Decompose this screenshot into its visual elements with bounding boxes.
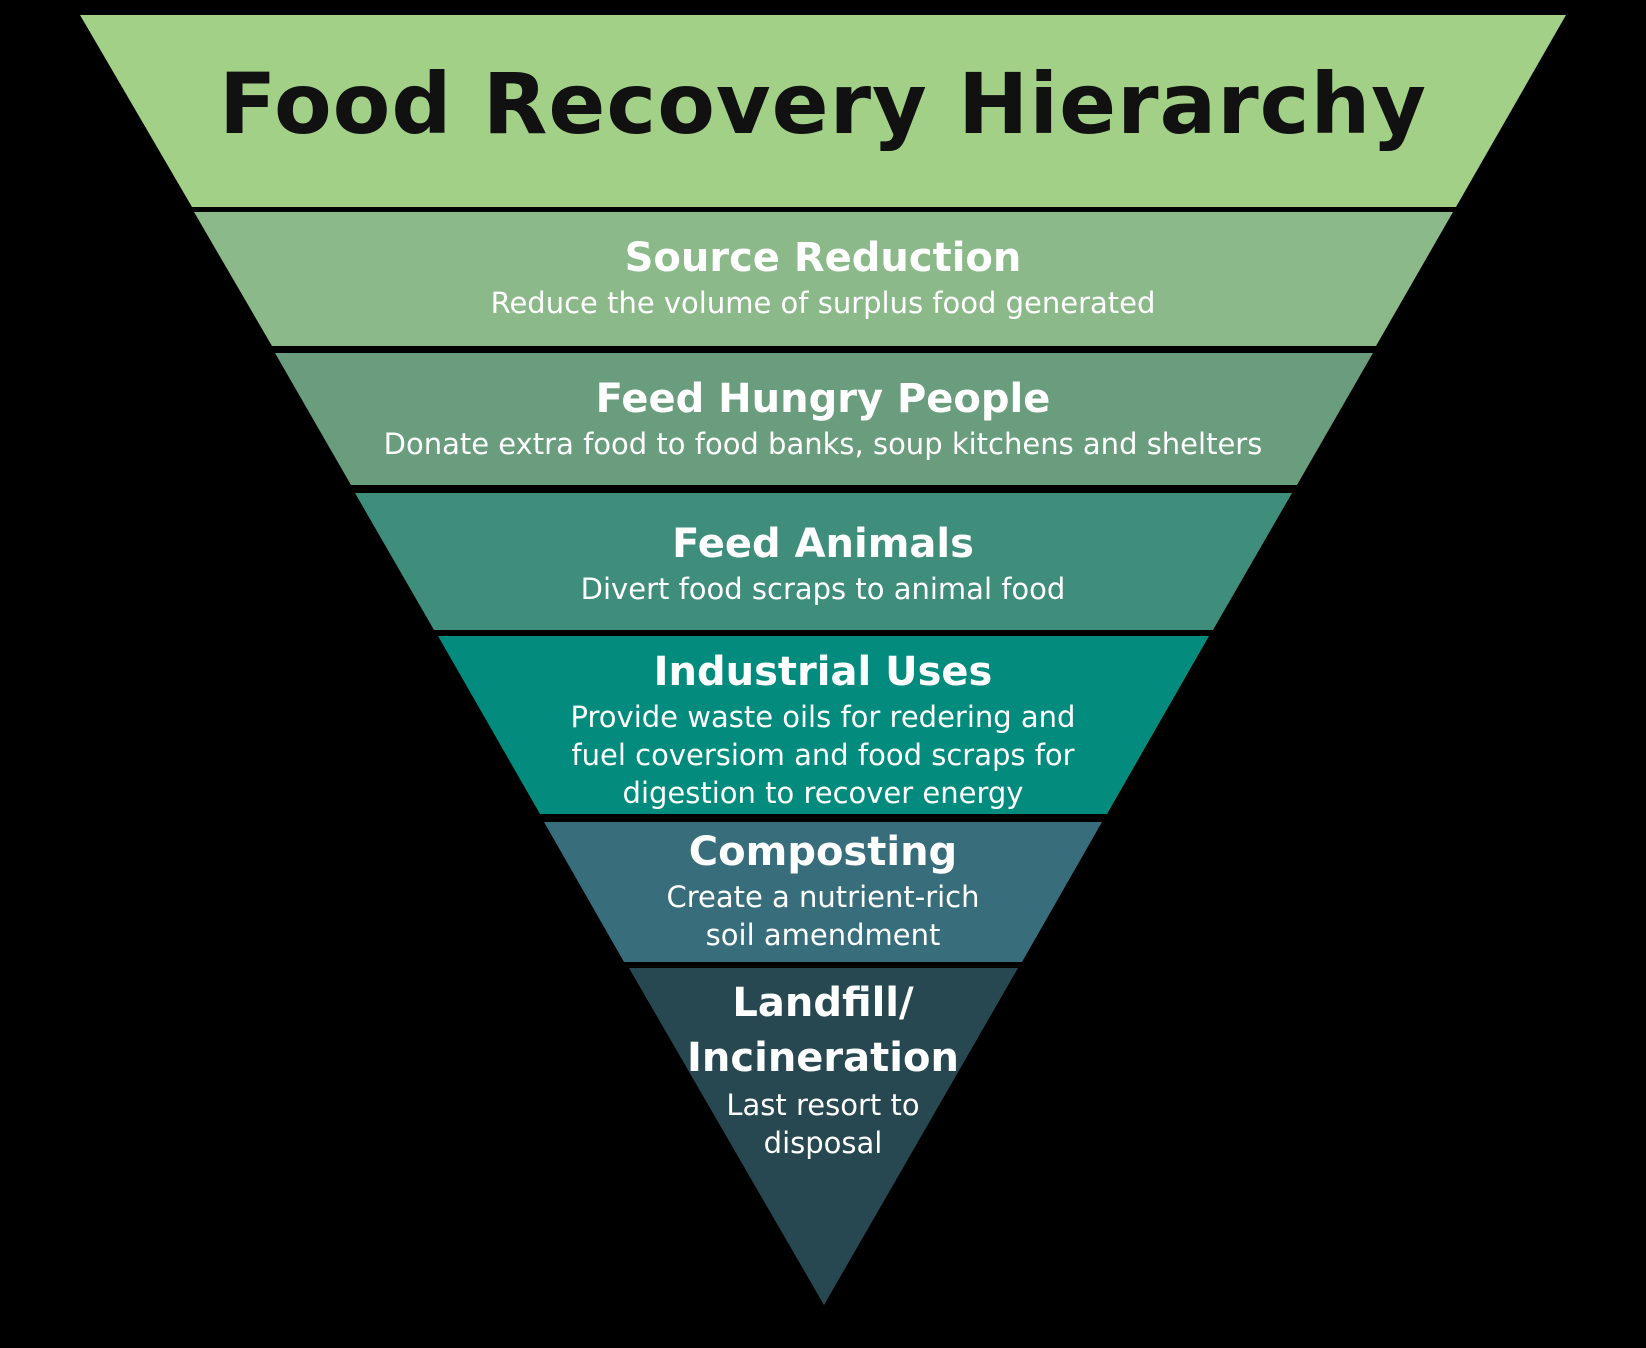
- tier-industrial-uses: [438, 636, 1209, 814]
- title-band: [80, 15, 1566, 207]
- tier-source-reduction: [194, 212, 1453, 346]
- tier-feed-hungry-people: [275, 353, 1373, 485]
- tier-description: Reduce the volume of surplus food genera…: [490, 286, 1156, 320]
- tier-heading: Source Reduction: [624, 235, 1022, 281]
- tier-label-landfill-incineration: Landfill/ Incineration Last resort to di…: [0, 976, 1646, 1162]
- tier-label-composting: Composting Create a nutrient-rich soil a…: [0, 826, 1646, 954]
- tier-heading: Landfill/ Incineration: [687, 980, 959, 1081]
- tier-description: Donate extra food to food banks, soup ki…: [383, 427, 1263, 461]
- page-title: Food Recovery Hierarchy: [218, 55, 1428, 153]
- tier-label-feed-animals: Feed Animals Divert food scraps to anima…: [0, 518, 1646, 608]
- tier-label-feed-hungry-people: Feed Hungry People Donate extra food to …: [0, 373, 1646, 463]
- tier-heading: Composting: [688, 829, 958, 875]
- tier-composting: [544, 822, 1102, 962]
- tier-label-industrial-uses: Industrial Uses Provide waste oils for r…: [0, 646, 1646, 812]
- tier-description: Create a nutrient-rich soil amendment: [666, 880, 980, 952]
- tier-heading: Feed Animals: [672, 521, 974, 567]
- tier-heading: Feed Hungry People: [595, 376, 1051, 422]
- tier-heading: Industrial Uses: [653, 649, 993, 695]
- tier-description: Divert food scraps to animal food: [580, 572, 1066, 606]
- tier-landfill-incineration: [629, 968, 1018, 1305]
- tier-label-source-reduction: Source Reduction Reduce the volume of su…: [0, 232, 1646, 322]
- tier-feed-animals: [355, 493, 1292, 630]
- tier-description: Last resort to disposal: [726, 1088, 920, 1160]
- tier-description: Provide waste oils for redering and fuel…: [570, 700, 1076, 810]
